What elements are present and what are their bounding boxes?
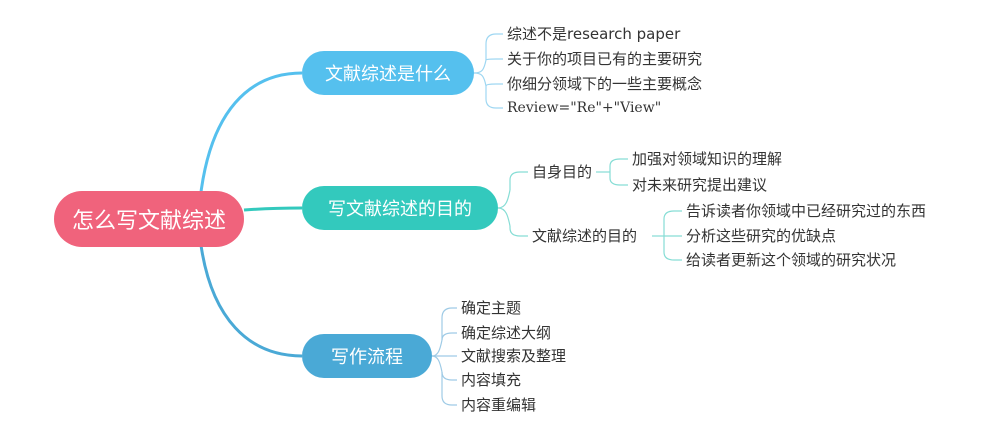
branch-1-item-4[interactable]: Review="Re"+"View" bbox=[507, 100, 662, 116]
bracket-branch-3 bbox=[431, 307, 457, 406]
bracket-branch-2 bbox=[497, 158, 682, 261]
branch-2-group-2[interactable]: 文献综述的目的 bbox=[532, 227, 638, 245]
branch-2-group-2-item-1[interactable]: 告诉读者你领域中已经研究过的东西 bbox=[686, 202, 927, 220]
connector-root-branch-2 bbox=[243, 206, 303, 212]
branch-2-group-1-item-2[interactable]: 对未来研究提出建议 bbox=[632, 176, 768, 194]
branch-2-group-2-item-3[interactable]: 给读者更新这个领域的研究状况 bbox=[686, 251, 897, 269]
branch-2-group-2-item-2[interactable]: 分析这些研究的优缺点 bbox=[686, 227, 837, 245]
branch-3-item-5[interactable]: 内容重编辑 bbox=[461, 396, 537, 414]
branch-1-item-3[interactable]: 你细分领域下的一些主要概念 bbox=[507, 75, 703, 93]
branch-1-item-2[interactable]: 关于你的项目已有的主要研究 bbox=[507, 50, 703, 68]
branch-3-item-4[interactable]: 内容填充 bbox=[461, 371, 522, 389]
connector-root-branch-1 bbox=[198, 71, 303, 201]
branch-1-item-1[interactable]: 综述不是research paper bbox=[507, 25, 681, 43]
connector-root-branch-3 bbox=[198, 237, 303, 358]
branch-node-2[interactable]: 写文献综述的目的 bbox=[302, 186, 498, 230]
root-node[interactable]: 怎么写文献综述 bbox=[54, 191, 244, 247]
branch-node-3[interactable]: 写作流程 bbox=[302, 334, 432, 378]
branch-2-group-1-item-1[interactable]: 加强对领域知识的理解 bbox=[632, 150, 783, 168]
bracket-branch-1 bbox=[473, 33, 503, 109]
branch-3-item-1[interactable]: 确定主题 bbox=[461, 299, 522, 317]
branch-node-1[interactable]: 文献综述是什么 bbox=[302, 51, 474, 95]
branch-3-item-2[interactable]: 确定综述大纲 bbox=[461, 324, 552, 342]
branch-3-item-3[interactable]: 文献搜索及整理 bbox=[461, 347, 567, 365]
branch-2-group-1[interactable]: 自身目的 bbox=[532, 163, 593, 181]
